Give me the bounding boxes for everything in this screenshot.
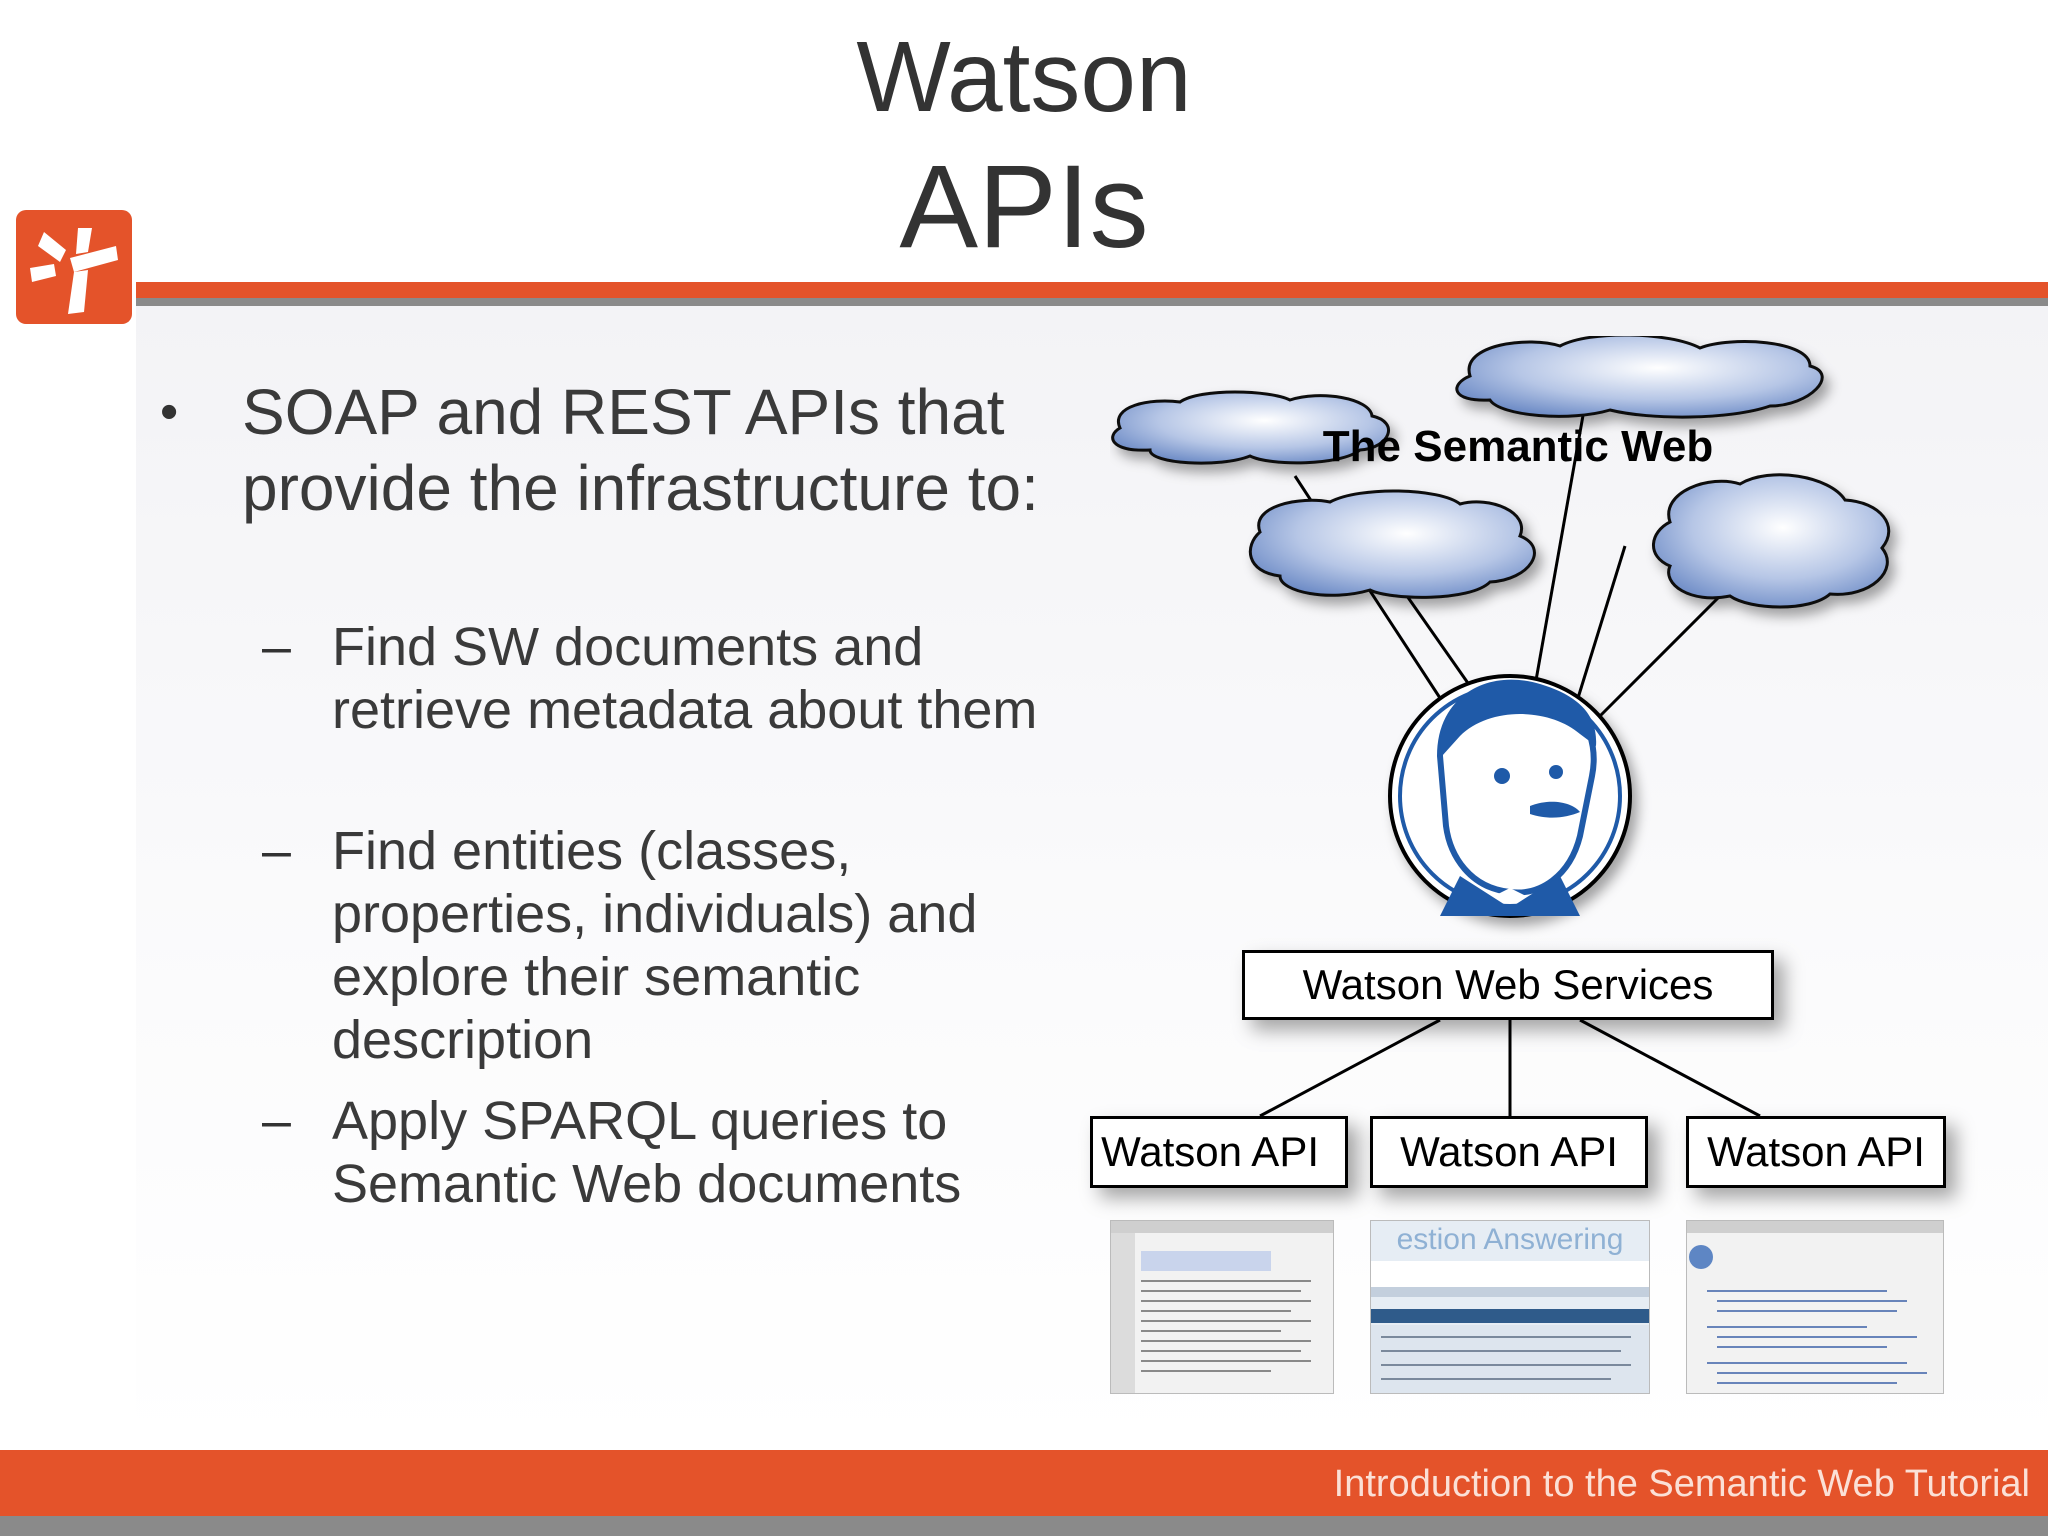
watson-web-services-box: Watson Web Services xyxy=(1242,950,1774,1020)
header-rule-gray xyxy=(136,298,2048,306)
screenshot-title: estion Answering xyxy=(1396,1223,1624,1256)
footer-rule-gray xyxy=(0,1516,2048,1536)
dash-icon: – xyxy=(262,822,291,880)
bullet-dot-icon: • xyxy=(160,383,179,441)
slide-title-line2: APIs xyxy=(899,141,1149,273)
watson-api-box: Watson API xyxy=(1090,1116,1348,1188)
slide-title-line1: Watson xyxy=(856,21,1192,133)
screenshot-thumbnail xyxy=(1686,1220,1944,1394)
screenshot-thumbnail: estion Answering xyxy=(1370,1220,1650,1394)
sub-bullet-text: Find entities (classes, properties, indi… xyxy=(332,821,978,1070)
dash-icon: – xyxy=(262,1092,291,1150)
sub-bullet-text: Find SW documents and retrieve metadata … xyxy=(332,617,1038,740)
watson-api-box: Watson API xyxy=(1370,1116,1648,1188)
watson-api-box: Watson API xyxy=(1686,1116,1946,1188)
footer-text: Introduction to the Semantic Web Tutoria… xyxy=(1333,1463,2030,1505)
screenshot-thumbnail xyxy=(1110,1220,1334,1394)
main-bullet-text: SOAP and REST APIs that provide the infr… xyxy=(242,376,1039,524)
diagram-graphics xyxy=(1111,336,1891,1118)
header-rule-orange xyxy=(136,282,2048,298)
sub-bullet-text: Apply SPARQL queries to Semantic Web doc… xyxy=(332,1091,962,1214)
dash-icon: – xyxy=(262,618,291,676)
logo-icon xyxy=(16,210,132,324)
footer-bar xyxy=(0,1450,2048,1516)
semantic-web-label: The Semantic Web xyxy=(1322,422,1714,471)
watson-avatar-icon xyxy=(1388,674,1632,918)
watson-architecture-diagram: The Semantic Web Watson Web Services Wat… xyxy=(1090,336,1946,1394)
cloud-icon xyxy=(1111,336,1891,609)
